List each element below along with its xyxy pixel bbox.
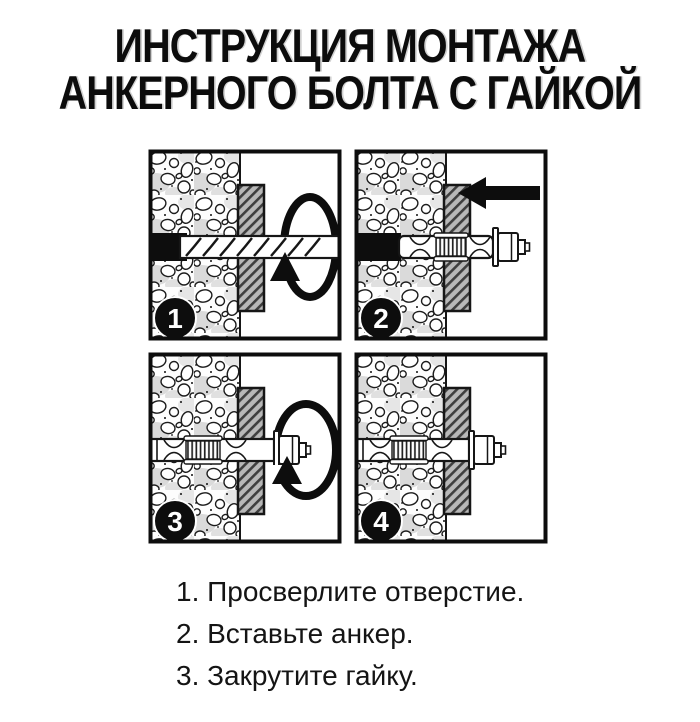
installation-poster: ИНСТРУКЦИЯ МОНТАЖА АНКЕРНОГО БОЛТА С ГАЙ… <box>0 22 700 722</box>
anchor-bolt-icon <box>397 226 531 267</box>
panel-frame <box>354 149 548 341</box>
instruction-list: 1. Просверлите отверстие. 2. Вставьте ан… <box>176 571 700 697</box>
panel-2-illustration: 2 <box>354 148 548 341</box>
rotation-arrowhead-icon <box>272 455 302 484</box>
panel-step-3: 3 <box>148 351 342 544</box>
panel-step-1: 1 <box>148 148 342 341</box>
drilled-hole <box>356 232 401 261</box>
panel-frame <box>354 352 548 544</box>
step-number: 2 <box>373 303 389 334</box>
rotation-arrowhead-icon <box>270 251 300 281</box>
step-badge: 1 <box>153 295 197 340</box>
step-panels-grid: 1 <box>148 148 700 544</box>
instruction-item-3: 3. Закрутите гайку. <box>176 659 418 691</box>
page-title-line1: ИНСТРУКЦИЯ МОНТАЖА <box>114 19 587 72</box>
panel-frame <box>148 149 342 341</box>
panel-3-illustration: 3 <box>148 351 342 544</box>
step-badge: 2 <box>359 295 403 340</box>
step-badge: 3 <box>153 498 197 543</box>
drill-bit-icon <box>178 234 342 260</box>
panel-step-2: 2 <box>354 148 548 341</box>
anchor-bolt-icon <box>148 429 312 470</box>
step-badge: 4 <box>359 498 403 543</box>
panel-step-4: 4 <box>354 351 548 544</box>
panel-frame <box>148 352 342 544</box>
anchor-bolt-icon <box>354 429 507 470</box>
page-title: ИНСТРУКЦИЯ МОНТАЖА АНКЕРНОГО БОЛТА С ГАЙ… <box>56 22 644 117</box>
panel-1-illustration: 1 <box>148 148 342 341</box>
panel-4-illustration: 4 <box>354 351 548 544</box>
insert-arrow-icon <box>458 176 540 209</box>
step-number: 4 <box>373 506 389 537</box>
page-title-line2: АНКЕРНОГО БОЛТА С ГАЙКОЙ <box>58 66 643 120</box>
step-number: 3 <box>167 506 183 537</box>
instruction-item-1: 1. Просверлите отверстие. <box>176 575 525 607</box>
step-number: 1 <box>167 303 183 334</box>
instruction-item-2: 2. Вставьте анкер. <box>176 617 414 649</box>
